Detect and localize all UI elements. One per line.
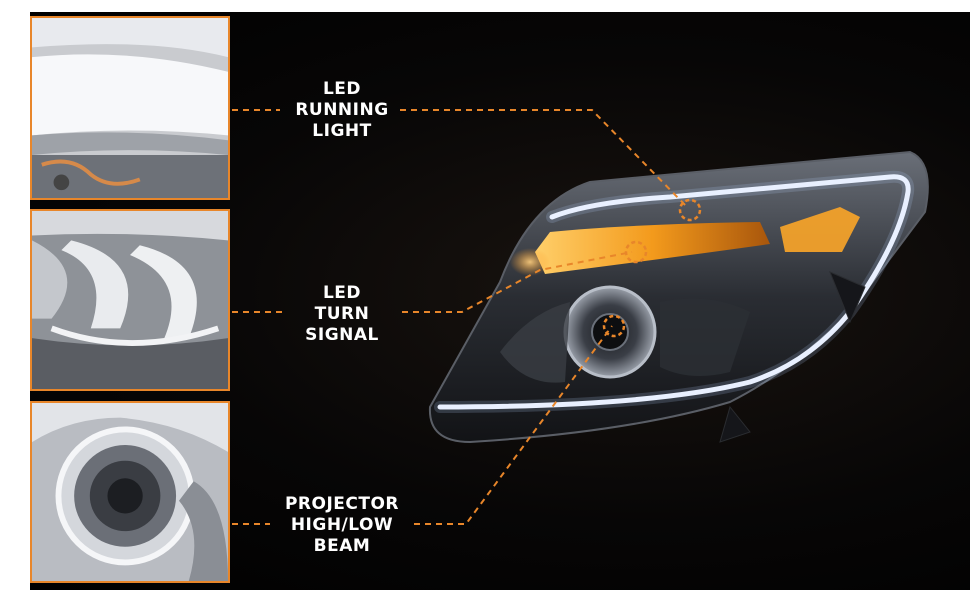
led-turn-signal-closeup xyxy=(30,209,230,391)
label-line: RUNNING xyxy=(295,100,389,120)
label-line: BEAM xyxy=(313,536,371,556)
label-line: LIGHT xyxy=(312,121,372,141)
led-running-light-closeup xyxy=(30,16,230,200)
led-turn-signal-label: LED TURN SIGNAL xyxy=(282,283,402,346)
projector-beam-label: PROJECTOR HIGH/LOW BEAM xyxy=(272,494,412,557)
label-line: LED xyxy=(322,79,362,99)
label-line: LED xyxy=(322,283,362,303)
led-running-light-label: LED RUNNING LIGHT xyxy=(282,79,402,142)
running-light-closeup-image xyxy=(32,18,228,198)
label-line: TURN xyxy=(314,304,370,324)
projector-closeup-image xyxy=(32,403,228,581)
label-line: PROJECTOR xyxy=(284,494,400,514)
label-line: HIGH/LOW xyxy=(290,515,394,535)
projector-beam-closeup xyxy=(30,401,230,583)
label-line: SIGNAL xyxy=(305,325,379,345)
turn-signal-closeup-image xyxy=(32,211,228,389)
